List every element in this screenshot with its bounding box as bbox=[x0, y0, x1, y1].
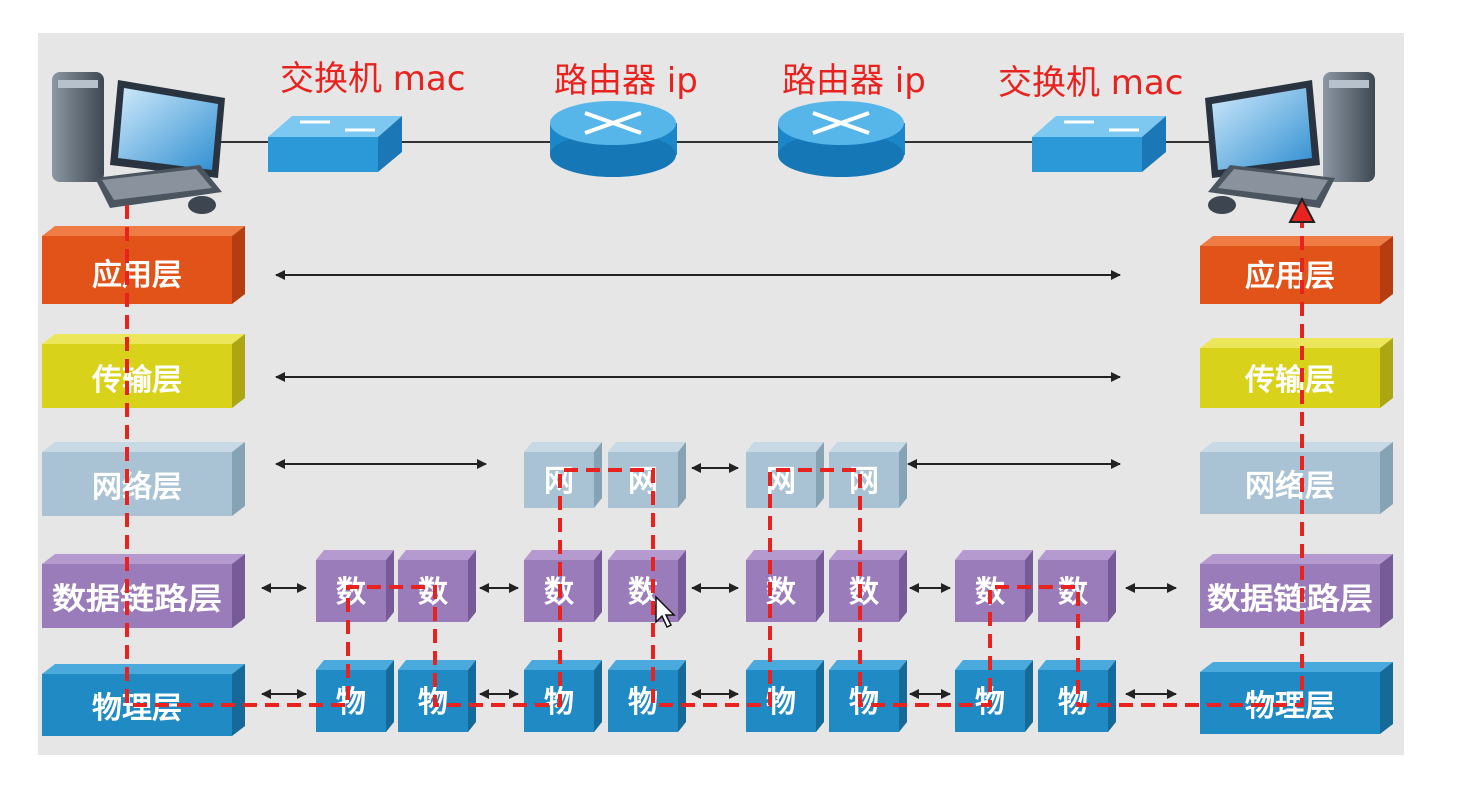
layer-application-left-label: 应用层 bbox=[92, 258, 182, 293]
layer-transport-left: 传输层 bbox=[42, 334, 245, 408]
physical-block: 物 bbox=[955, 660, 1033, 732]
network-block: 网 bbox=[829, 442, 907, 508]
datalink-block: 数 bbox=[746, 550, 824, 622]
datalink-block-label: 数 bbox=[336, 575, 367, 610]
physical-block: 物 bbox=[829, 660, 907, 732]
datalink-block: 数 bbox=[316, 550, 394, 622]
layer-datalink-left: 数据链路层 bbox=[42, 554, 245, 628]
network-block: 网 bbox=[746, 442, 824, 508]
flow-arrow-head-icon bbox=[1288, 196, 1316, 223]
computer-right-icon bbox=[1205, 72, 1375, 214]
layer-datalink-left-label: 数据链路层 bbox=[52, 582, 222, 617]
router-right-icon bbox=[778, 101, 905, 177]
layer-physical-left: 物理层 bbox=[42, 664, 245, 736]
layer-physical-right: 物理层 bbox=[1200, 662, 1393, 734]
layer-transport-right: 传输层 bbox=[1200, 338, 1393, 408]
network-block: 网 bbox=[524, 442, 602, 508]
physical-block-label: 物 bbox=[849, 685, 879, 720]
layer-application-right-label: 应用层 bbox=[1245, 259, 1335, 294]
layer-application-left: 应用层 bbox=[42, 226, 245, 304]
label-router-left: 路由器 ip bbox=[554, 61, 698, 101]
physical-block: 物 bbox=[316, 660, 394, 732]
physical-block-label: 物 bbox=[1058, 685, 1088, 720]
physical-block: 物 bbox=[524, 660, 602, 732]
left-layer-stack: 应用层 传输层 网络层 数据链路层 物理层 bbox=[42, 226, 245, 736]
layer-datalink-right-label: 数据链路层 bbox=[1207, 582, 1373, 617]
layer-network-right: 网络层 bbox=[1200, 442, 1393, 514]
layer-transport-right-label: 传输层 bbox=[1244, 363, 1335, 398]
datalink-block: 数 bbox=[524, 550, 602, 622]
layer-transport-left-label: 传输层 bbox=[91, 363, 182, 398]
physical-block: 物 bbox=[746, 660, 824, 732]
layer-network-left: 网络层 bbox=[42, 442, 245, 516]
mouse-cursor-icon bbox=[655, 595, 676, 629]
datalink-block: 数 bbox=[1038, 550, 1116, 622]
datalink-block: 数 bbox=[829, 550, 907, 622]
label-switch-right: 交换机 mac bbox=[998, 63, 1183, 103]
peer-arrows bbox=[275, 270, 1121, 473]
layer-network-left-label: 网络层 bbox=[92, 470, 182, 505]
switch-right-icon bbox=[1032, 116, 1166, 172]
router-left-icon bbox=[550, 101, 677, 177]
right-layer-stack: 应用层 传输层 网络层 数据链路层 物理层 bbox=[1200, 236, 1393, 734]
layer-datalink-right: 数据链路层 bbox=[1200, 554, 1393, 628]
label-router-right: 路由器 ip bbox=[782, 61, 926, 101]
datalink-block: 数 bbox=[608, 550, 686, 622]
network-block: 网 bbox=[608, 442, 686, 508]
physical-block-label: 物 bbox=[336, 685, 366, 720]
layer-application-right: 应用层 bbox=[1200, 236, 1393, 304]
data-flow-path bbox=[125, 205, 1304, 707]
link-arrows bbox=[261, 583, 1177, 699]
layer-network-right-label: 网络层 bbox=[1245, 469, 1335, 504]
label-switch-left: 交换机 mac bbox=[280, 59, 465, 99]
switch-left-icon bbox=[268, 116, 402, 172]
datalink-block: 数 bbox=[955, 550, 1033, 622]
diagram-panel bbox=[38, 33, 1404, 755]
datalink-block-label: 数 bbox=[849, 575, 880, 610]
physical-block: 物 bbox=[1038, 660, 1116, 732]
datalink-block-label: 数 bbox=[1058, 575, 1089, 610]
physical-block: 物 bbox=[608, 660, 686, 732]
computer-left-icon bbox=[52, 72, 225, 214]
layer-physical-left-label: 物理层 bbox=[92, 691, 182, 726]
